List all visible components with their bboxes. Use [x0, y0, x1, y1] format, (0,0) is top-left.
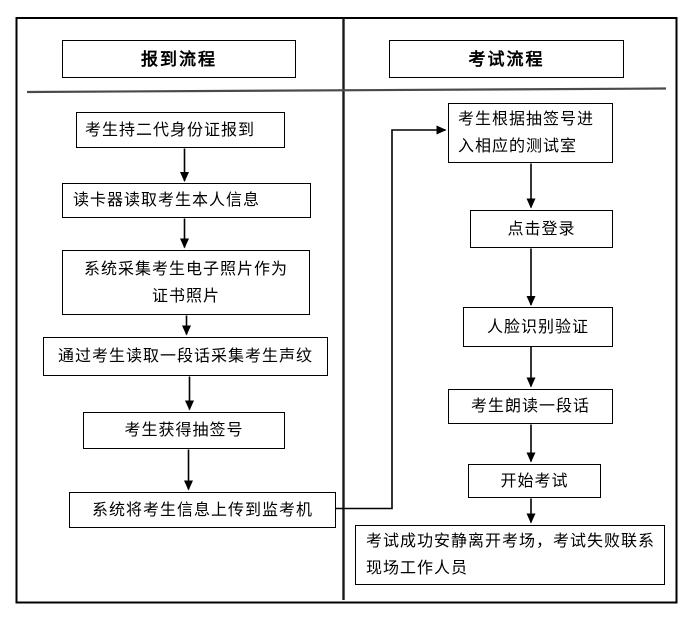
exam-step-6: 考试成功安静离开考场，考试失败联系 现场工作人员	[355, 525, 665, 585]
exam-step-4: 考生朗读一段话	[448, 389, 613, 424]
separator-line	[26, 87, 667, 94]
left-column-arrows	[180, 148, 194, 491]
checkin-step-5: 考生获得抽签号	[83, 412, 285, 449]
exam-flow-title: 考试流程	[389, 40, 624, 78]
checkin-flow-title: 报到流程	[62, 40, 296, 78]
checkin-step-4: 通过考生读取一段话采集考生声纹	[43, 337, 328, 376]
exam-step-2: 点击登录	[470, 210, 613, 248]
checkin-step-3: 系统采集考生电子照片作为 证书照片	[62, 250, 310, 315]
cross-column-connector	[336, 125, 447, 510]
exam-step-3: 人脸识别验证	[463, 307, 613, 347]
checkin-step-2: 读卡器读取考生本人信息	[62, 183, 311, 218]
outer-border	[15, 17, 678, 604]
exam-step-5: 开始考试	[468, 464, 601, 498]
checkin-step-6: 系统将考生信息上传到监考机	[69, 492, 336, 528]
exam-step-1: 考生根据抽签号进 入相应的测试室	[448, 103, 613, 163]
checkin-step-1: 考生持二代身份证报到	[76, 112, 285, 148]
